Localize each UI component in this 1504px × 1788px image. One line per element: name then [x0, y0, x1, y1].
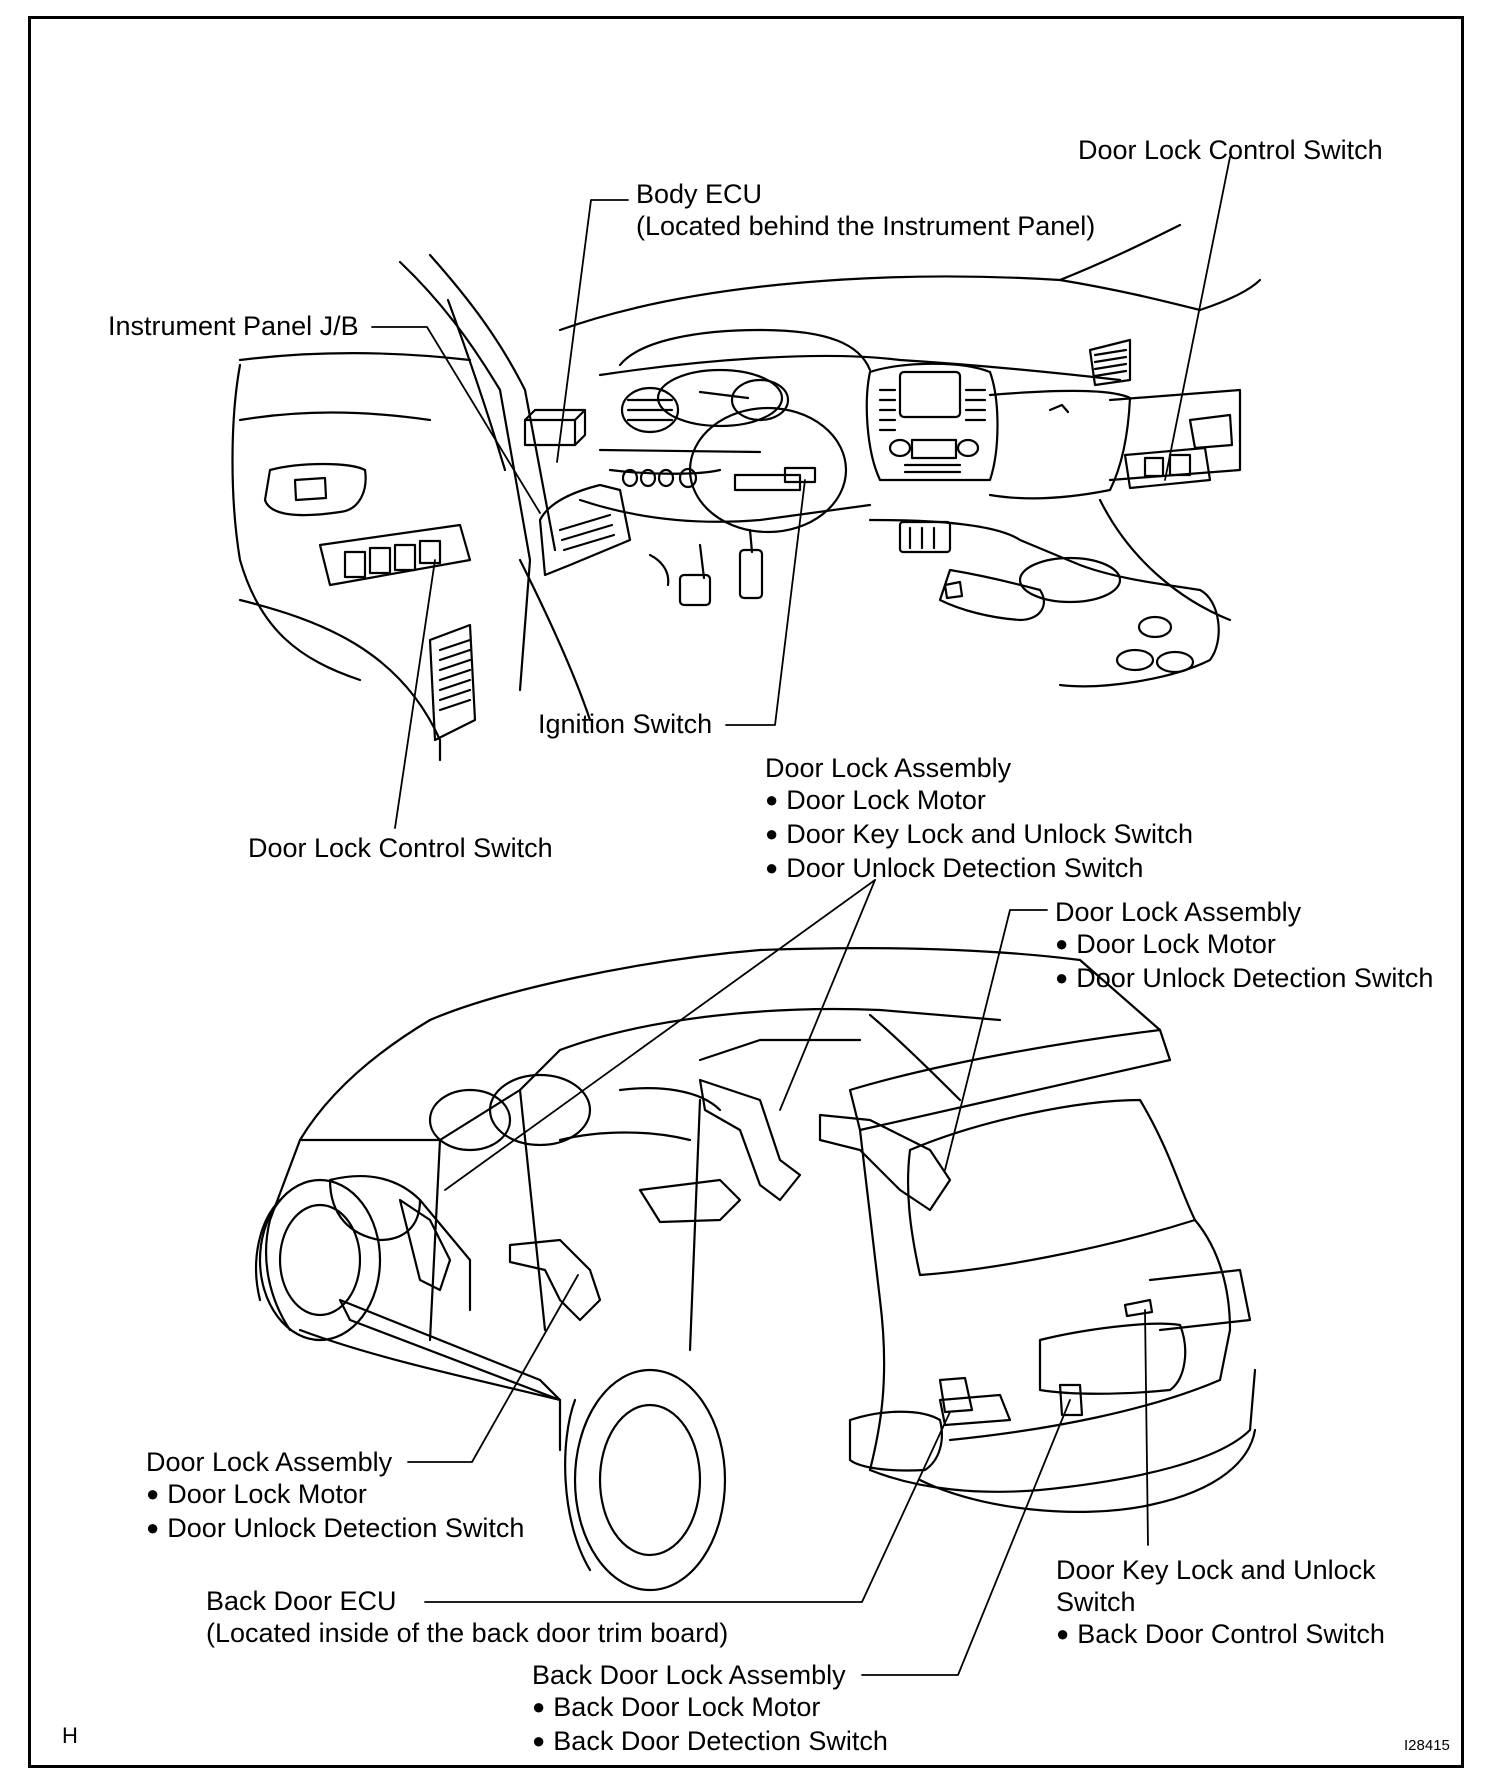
- figure-id: I28415: [1404, 1737, 1450, 1754]
- front-door-lock-item: Door Key Lock and Unlock Switch: [765, 818, 1193, 852]
- door-lock-control-switch-left-label: Door Lock Control Switch: [248, 833, 553, 863]
- back-door-key-item: Back Door Control Switch: [1056, 1618, 1385, 1652]
- rear-left-door-lock-item: Door Unlock Detection Switch: [146, 1512, 524, 1546]
- corner-letter: H: [62, 1723, 78, 1748]
- instrument-panel-jb-label: Instrument Panel J/B: [108, 311, 359, 341]
- back-door-ecu-note: (Located inside of the back door trim bo…: [206, 1618, 729, 1648]
- rear-left-door-lock-assembly-label: Door Lock Assembly Door Lock Motor Door …: [146, 1446, 524, 1546]
- door-lock-control-switch-right-label: Door Lock Control Switch: [1078, 135, 1383, 165]
- back-door-key-switch-label: Door Key Lock and Unlock Switch Back Doo…: [1056, 1554, 1385, 1652]
- back-door-ecu-title: Back Door ECU: [206, 1586, 397, 1616]
- vehicle-view: [254, 946, 1257, 1592]
- rear-door-lock-assembly-label: Door Lock Assembly Door Lock Motor Door …: [1055, 896, 1433, 996]
- front-door-lock-title: Door Lock Assembly: [765, 753, 1012, 783]
- body-ecu-title: Body ECU: [636, 179, 763, 209]
- back-door-lock-title: Back Door Lock Assembly: [532, 1660, 846, 1690]
- ignition-switch-label: Ignition Switch: [538, 709, 713, 739]
- back-door-lock-assembly-label: Back Door Lock Assembly Back Door Lock M…: [532, 1659, 888, 1759]
- back-door-lock-item: Back Door Detection Switch: [532, 1725, 888, 1759]
- rear-door-lock-item: Door Unlock Detection Switch: [1055, 962, 1433, 996]
- leader-lines: [371, 156, 1231, 1676]
- body-ecu-label: Body ECU (Located behind the Instrument …: [636, 178, 1095, 242]
- rear-door-lock-item: Door Lock Motor: [1055, 928, 1433, 962]
- rear-door-lock-title: Door Lock Assembly: [1055, 897, 1302, 927]
- interior-view: [231, 223, 1262, 762]
- body-ecu-note: (Located behind the Instrument Panel): [636, 211, 1096, 241]
- rear-left-door-lock-title: Door Lock Assembly: [146, 1447, 393, 1477]
- rear-left-door-lock-item: Door Lock Motor: [146, 1478, 524, 1512]
- back-door-key-title: Door Key Lock and Unlock: [1056, 1555, 1376, 1585]
- back-door-key-title-cont: Switch: [1056, 1587, 1136, 1617]
- front-door-lock-item: Door Lock Motor: [765, 784, 1193, 818]
- back-door-lock-item: Back Door Lock Motor: [532, 1691, 888, 1725]
- front-door-lock-assembly-label: Door Lock Assembly Door Lock Motor Door …: [765, 752, 1193, 886]
- diagram-frame: [28, 16, 1464, 1768]
- back-door-ecu-label: Back Door ECU (Located inside of the bac…: [206, 1585, 728, 1649]
- front-door-lock-item: Door Unlock Detection Switch: [765, 852, 1193, 886]
